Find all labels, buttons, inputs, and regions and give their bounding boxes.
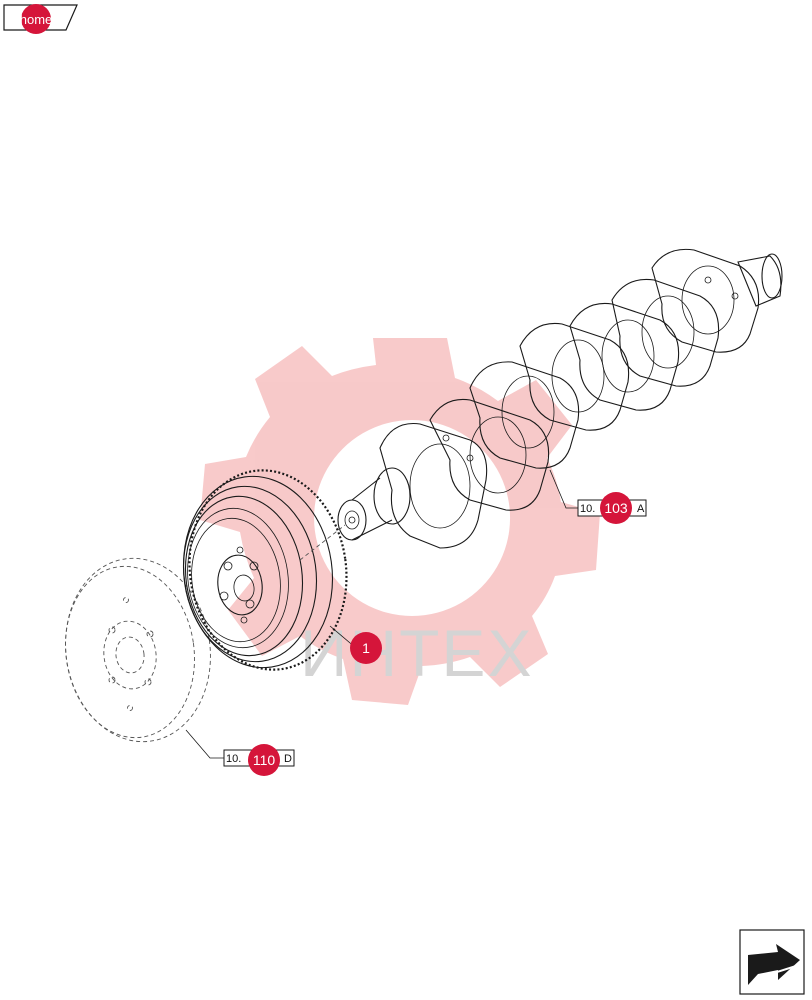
leader-line-damper	[185, 729, 224, 759]
crankshaft	[299, 248, 783, 561]
crankshaft-callout-number: 103	[604, 500, 628, 516]
crankshaft-ref-prefix: 10.	[580, 503, 595, 515]
crankshaft-ref-suffix: A	[637, 503, 645, 515]
pulley-callout-number: 1	[362, 640, 370, 656]
damper-callout-badge	[248, 744, 280, 776]
home-button[interactable]: home	[3, 4, 78, 34]
damper-ref-suffix: D	[284, 753, 292, 765]
vibration-damper	[65, 557, 211, 743]
damper-reference-link[interactable]: 10. D 110	[223, 744, 295, 776]
damper-ref-prefix: 10.	[226, 753, 241, 765]
crankshaft-callout-badge	[600, 492, 632, 524]
leader-line-crankshaft	[549, 469, 578, 509]
damper-callout-number: 110	[253, 752, 276, 768]
pulley-callout[interactable]: 1	[350, 632, 382, 664]
arrow-next-icon[interactable]	[739, 929, 805, 995]
watermark-gear-icon	[200, 338, 600, 705]
watermark-text: ИНТЕХ	[300, 616, 533, 690]
pulley-callout-badge	[350, 632, 382, 664]
crankshaft-pulley	[182, 469, 348, 671]
home-label: home	[20, 12, 53, 27]
crankshaft-reference-link[interactable]: 10. A 103	[577, 492, 647, 524]
home-badge	[21, 4, 51, 34]
